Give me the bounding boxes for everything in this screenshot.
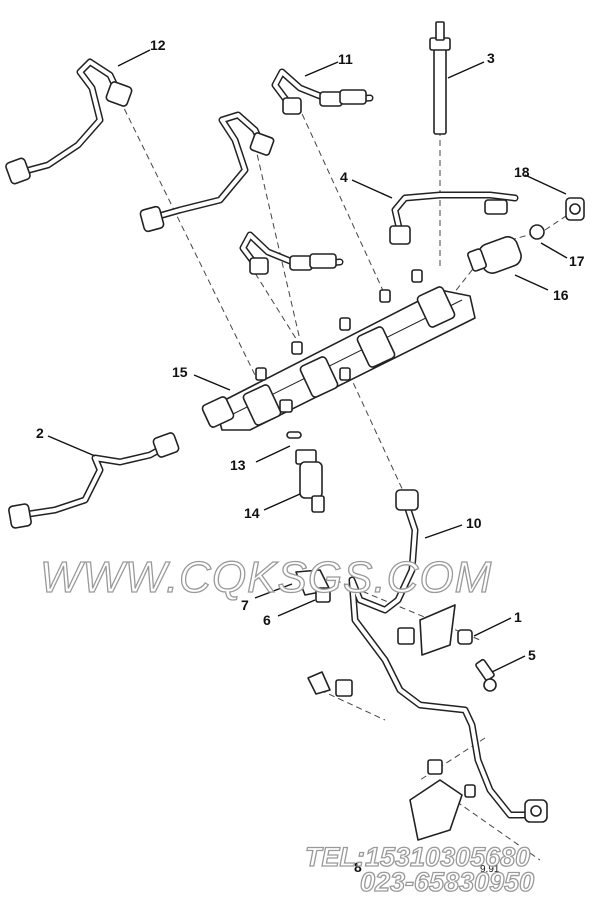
bolt-3 [429,21,451,135]
fuel-pipe-4 [389,191,519,245]
callout-6: 6 [263,612,271,628]
fuel-pipe-2 [8,432,180,529]
o-ring-13 [286,431,302,439]
callout-12: 12 [150,37,166,53]
figure-code: 9.91 [480,864,500,875]
callout-10: 10 [466,515,482,531]
callout-5: 5 [528,647,536,663]
washer-17 [529,224,545,240]
bracket-1 [397,604,473,656]
fuel-pipe-12 [5,58,133,185]
callout-16: 16 [553,287,569,303]
watermark-site: WWW.CQKSGS.COM [40,553,492,602]
fuel-rail-15 [201,269,476,431]
assembly-guides [119,99,576,861]
watermark-phone2: 023-65830950 [360,867,534,897]
callout-15: 15 [172,364,188,380]
callout-7: 7 [241,597,249,613]
callout-labels: 1 2 3 4 5 6 7 8 10 11 12 13 14 15 16 17 … [36,37,585,875]
fuel-pipe-middle [239,231,344,275]
callout-1: 1 [514,609,522,625]
callout-11: 11 [338,51,353,67]
clamp-lower [307,671,353,697]
pressure-sensor-14 [295,449,325,513]
callout-4: 4 [340,169,348,185]
callout-8: 8 [354,859,362,875]
leader-lines [47,49,568,673]
callout-13: 13 [230,457,246,473]
callout-3: 3 [487,50,495,66]
callout-14: 14 [244,505,260,521]
bolt-5 [475,658,497,692]
fuel-pipe-10 [348,489,548,823]
watermark-tel: TEL:15310305680 [305,842,530,872]
fuel-pipe-upper [139,111,275,233]
callout-2: 2 [36,425,44,441]
fuel-pipe-11 [271,68,374,115]
clamp-6-7 [295,569,331,603]
callout-17: 17 [569,253,585,269]
bracket-8 [409,759,476,841]
plug-18 [565,197,585,221]
callout-18: 18 [514,164,530,180]
pressure-limiter-16 [467,236,522,274]
